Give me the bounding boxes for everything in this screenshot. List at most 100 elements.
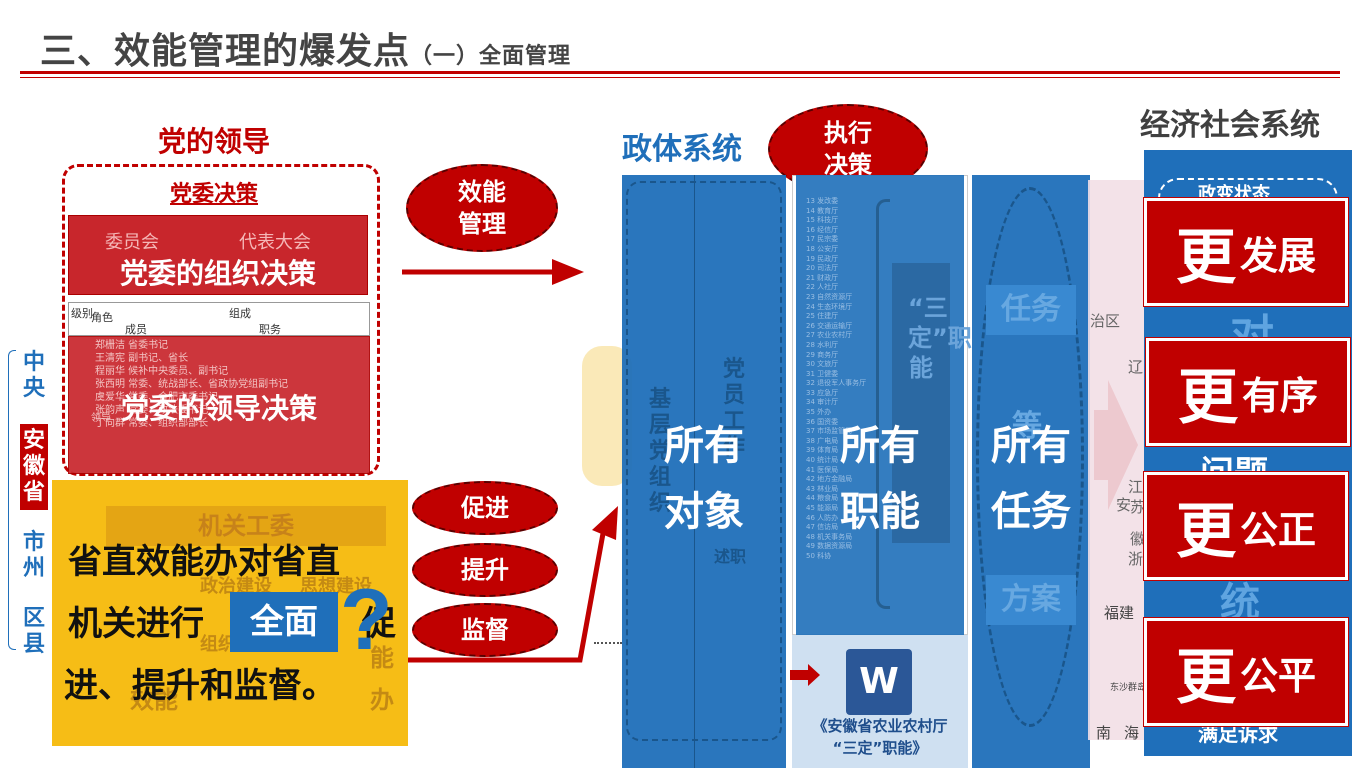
more-developed-box: 更发展 bbox=[1144, 198, 1348, 306]
level-anhui: 安徽省 bbox=[20, 424, 48, 510]
task-label-task: 任务 bbox=[986, 285, 1076, 335]
list-item: 28 水利厅 bbox=[806, 340, 839, 349]
economic-social-heading: 经济社会系统 bbox=[1140, 108, 1320, 143]
list-item: 25 住建厅 bbox=[806, 312, 839, 321]
table-row: 张西明 常委、统战部长、省政协党组副书记 bbox=[95, 379, 289, 390]
more-char: 更 bbox=[1175, 642, 1236, 713]
level-bracket bbox=[8, 350, 16, 650]
faded-ideology: 思想建设 bbox=[300, 576, 372, 597]
more-orderly-box: 更有序 bbox=[1146, 338, 1350, 446]
leader-table-header: 级别 角色 成员 组成 职务 bbox=[68, 302, 370, 336]
map-label: 安 bbox=[1116, 496, 1132, 514]
table-row: 张韵声 常委、政法委书记 bbox=[95, 405, 209, 416]
more-orderly-label: 有序 bbox=[1241, 373, 1318, 418]
map-label: 苏 bbox=[1130, 498, 1146, 516]
doc-caption: 《安徽省农业农村厅 “三定”职能》 bbox=[792, 715, 968, 759]
all-tasks-label: 所有任务 bbox=[991, 423, 1071, 535]
word-doc-icon: W bbox=[846, 649, 912, 715]
table-row: 领导 bbox=[91, 413, 111, 424]
list-item: 23 自然资源厅 bbox=[806, 292, 853, 301]
improve-ellipse: 提升 bbox=[412, 543, 558, 597]
effectiveness-mgmt-label: 效能管理 bbox=[458, 178, 506, 238]
task-label-plan: 方案 bbox=[986, 575, 1076, 625]
map-label: 浙 bbox=[1128, 550, 1144, 568]
party-dashed-box bbox=[62, 164, 380, 476]
three-fixed-panel bbox=[892, 263, 950, 543]
column-dashed-frame bbox=[626, 181, 782, 741]
org-label-congress: 代表大会 bbox=[239, 232, 311, 253]
statement-box: 机关工委 政治建设 思想建设 组织 效能 能 办 省直效能办对省直 机关进行 促… bbox=[52, 480, 408, 746]
table-row: 虞爱华 常委、合肥市委书记 bbox=[95, 392, 219, 403]
list-item: 49 数据资源局 bbox=[806, 542, 853, 551]
list-item: 26 交通运输厅 bbox=[806, 321, 853, 330]
map-label: 辽 bbox=[1128, 358, 1144, 376]
statement-line-2: 机关进行 bbox=[68, 604, 204, 644]
leadership-decision-label: 党委的领导决策 bbox=[120, 392, 317, 425]
th-composition: 组成 bbox=[229, 307, 251, 320]
list-item: 48 机关事务局 bbox=[806, 532, 853, 541]
list-item: 24 生态环境厅 bbox=[806, 302, 853, 311]
title-rule-thin bbox=[20, 77, 1340, 78]
task-label-etc: 等 bbox=[1012, 409, 1042, 444]
faded-political: 政治建设 bbox=[200, 576, 272, 597]
level-city: 市州 bbox=[22, 530, 45, 581]
execute-decision-label: 执行决策 bbox=[824, 119, 872, 179]
arrow-up-right-icon bbox=[408, 506, 618, 663]
column-divider bbox=[694, 175, 695, 768]
org-decision-label: 党委的组织决策 bbox=[119, 257, 316, 290]
list-item: 20 司法厅 bbox=[806, 264, 839, 273]
list-item: 29 商务厅 bbox=[806, 350, 839, 359]
faded-satisfy-demand: 满足诉求 bbox=[1198, 722, 1278, 746]
list-item: 18 公安厅 bbox=[806, 244, 839, 253]
table-row: 郑栅洁 省委书记 bbox=[95, 340, 169, 351]
list-item: 30 文旅厅 bbox=[806, 360, 839, 369]
list-item: 16 经信厅 bbox=[806, 225, 839, 234]
list-item: 43 林业局 bbox=[806, 484, 839, 493]
list-item: 22 人社厅 bbox=[806, 283, 839, 292]
improve-label: 提升 bbox=[461, 556, 509, 584]
function-brace bbox=[876, 199, 890, 609]
dotted-connector bbox=[594, 642, 622, 644]
leader-table-rows: 郑栅洁 省委书记 王清宪 副书记、省长 程丽华 候补中央委员、副书记 张西明 常… bbox=[95, 339, 288, 430]
tasks-dashed-ellipse bbox=[976, 187, 1084, 727]
list-item: 44 粮食局 bbox=[806, 494, 839, 503]
doc-caption-line-2: “三定”职能》 bbox=[832, 739, 928, 757]
promote-ellipse: 促进 bbox=[412, 481, 558, 535]
more-char: 更 bbox=[1175, 222, 1236, 293]
level-central: 中央 bbox=[22, 350, 45, 401]
supervise-label: 监督 bbox=[461, 616, 509, 644]
faded-ban: 办 bbox=[370, 686, 394, 714]
map-label: 江 bbox=[1128, 478, 1144, 496]
list-item: 34 审计厅 bbox=[806, 398, 839, 407]
th-role: 角色 bbox=[91, 311, 113, 324]
doc-caption-area: W 《安徽省农业农村厅 “三定”职能》 bbox=[792, 635, 968, 768]
col1-vertical-members: 党员工作 bbox=[722, 357, 745, 460]
china-map-fragment bbox=[1088, 180, 1144, 740]
org-label-committee: 委员会 bbox=[105, 232, 159, 253]
effectiveness-mgmt-ellipse: 效能管理 bbox=[406, 164, 558, 252]
level-county: 区县 bbox=[22, 606, 45, 657]
faded-neng: 能 bbox=[370, 644, 394, 672]
list-item: 37 市场监管局 bbox=[806, 427, 853, 436]
doc-caption-line-1: 《安徽省农业农村厅 bbox=[812, 717, 948, 735]
list-item: 33 应急厅 bbox=[806, 388, 839, 397]
supervise-ellipse: 监督 bbox=[412, 603, 558, 657]
col1-small-report: 述职 bbox=[714, 547, 747, 566]
list-item: 50 科协 bbox=[806, 551, 832, 560]
party-leadership-heading: 党的领导 bbox=[158, 125, 271, 158]
column-all-objects: 基层党组织 党员工作 述职 所有对象 bbox=[622, 175, 786, 768]
list-item: 45 能源局 bbox=[806, 504, 839, 512]
list-item: 14 教育厅 bbox=[806, 206, 839, 215]
highlight-comprehensive: 全面 bbox=[230, 592, 338, 652]
list-item: 39 体育局 bbox=[806, 446, 839, 455]
th-member: 成员 bbox=[125, 323, 147, 336]
list-item: 32 退役军人事务厅 bbox=[806, 379, 867, 388]
map-label: 治区 bbox=[1090, 312, 1121, 330]
political-system-heading: 政体系统 bbox=[622, 132, 742, 167]
list-item: 40 统计局 bbox=[806, 456, 839, 465]
all-objects-label: 所有对象 bbox=[664, 423, 744, 535]
map-label: 东沙群岛 bbox=[1110, 683, 1147, 693]
col1-vertical-grassroots: 基层党组织 bbox=[648, 387, 671, 516]
question-mark-icon: ? bbox=[340, 572, 393, 668]
